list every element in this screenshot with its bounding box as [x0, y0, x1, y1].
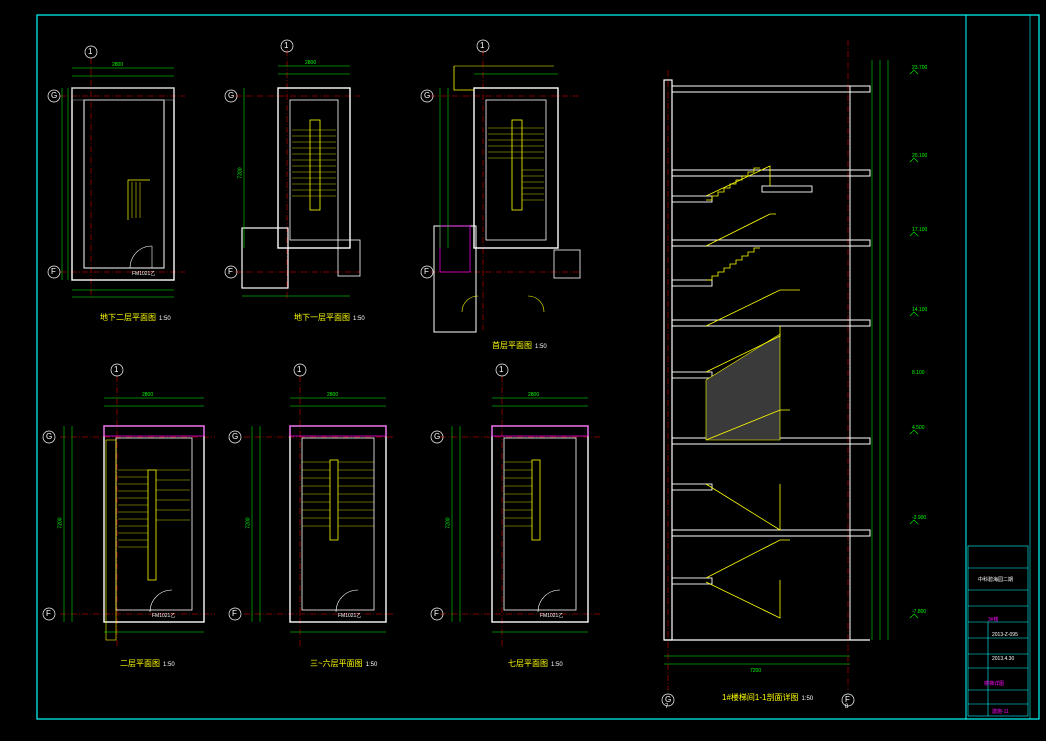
axis-label-1: 1: [284, 41, 289, 50]
dim-width: 2800: [305, 60, 317, 66]
drawing-frame: [36, 14, 1040, 720]
title-block-building: 3#楼: [988, 617, 999, 623]
level-mark: 4.500: [912, 425, 925, 431]
title-block-date: 2013.4.30: [992, 656, 1015, 662]
dim-height: 7200: [237, 167, 244, 179]
section-axis-right-sub: 8: [845, 704, 849, 710]
axis-label-g: G: [434, 432, 441, 441]
section-axis-left: G: [665, 695, 672, 704]
level-mark: 17.100: [912, 227, 928, 233]
axis-label-f: F: [424, 267, 429, 276]
section-stair-flights: [705, 165, 800, 619]
section-level-markers: [909, 69, 919, 619]
axis-label-1: 1: [480, 41, 485, 50]
axis-label-f: F: [434, 609, 439, 618]
axis-label-g: G: [424, 91, 431, 100]
door-label: FM1021乙: [338, 613, 362, 619]
plan-2f-treads: [118, 469, 190, 548]
plan-3-6f-treads: [302, 461, 374, 527]
section-landings: [671, 185, 813, 585]
level-mark: 20.100: [912, 153, 928, 159]
axis-label-f: F: [232, 609, 237, 618]
section-axis-right: F: [845, 695, 850, 704]
title-block: [967, 545, 1029, 717]
level-mark: -3.900: [912, 515, 927, 521]
level-mark: 14.100: [912, 307, 928, 313]
dim-height: 7200: [57, 517, 64, 529]
dim-width: 2800: [112, 62, 124, 68]
dim-width: 2800: [327, 392, 339, 398]
plan-b1: [224, 39, 361, 300]
axis-label-g: G: [46, 432, 53, 441]
plan-7f-treads: [504, 461, 532, 527]
axis-label-1: 1: [114, 365, 119, 374]
section-floor-slabs: [671, 85, 871, 537]
dim-height: 7200: [245, 517, 252, 529]
dim-width: 2800: [142, 392, 154, 398]
plan-ground-treads: [488, 127, 544, 201]
dim-width: 2800: [528, 392, 540, 398]
plan-b1-treads: [292, 129, 336, 197]
section-axis-left-sub: 7: [665, 704, 669, 710]
axis-label-f: F: [51, 267, 56, 276]
plan-3-6f: [228, 363, 395, 646]
section-hatch-area: [705, 333, 781, 441]
door-label: FM1021乙: [132, 271, 156, 277]
axis-label-g: G: [51, 91, 58, 100]
dim-height: 7200: [445, 517, 452, 529]
level-mark: -7.800: [912, 609, 927, 615]
title-block-project: 中科碧海园二期: [978, 577, 1014, 583]
plan-b2: [47, 45, 185, 300]
plan-ground: [420, 39, 581, 333]
section-1-1: [661, 40, 919, 707]
axis-label-g: G: [232, 432, 239, 441]
section-overall-dim: 7200: [750, 668, 762, 674]
axis-label-1: 1: [88, 47, 93, 56]
title-block-number: 2013-Z-095: [992, 632, 1018, 638]
door-label: FM1021乙: [152, 613, 176, 619]
plan-7f: [430, 363, 600, 646]
door-label: FM1021乙: [540, 613, 564, 619]
level-mark: 23.700: [912, 65, 928, 71]
title-block-sheet: 建施-11: [992, 709, 1009, 715]
axis-label-f: F: [46, 609, 51, 618]
title-block-drawing: 楼梯详图: [984, 681, 1005, 687]
axis-label-f: F: [228, 267, 233, 276]
axis-label-g: G: [228, 91, 235, 100]
plan-2f: [42, 363, 215, 646]
level-mark: 8.100: [912, 370, 925, 376]
axis-label-1: 1: [297, 365, 302, 374]
axis-label-1: 1: [499, 365, 504, 374]
